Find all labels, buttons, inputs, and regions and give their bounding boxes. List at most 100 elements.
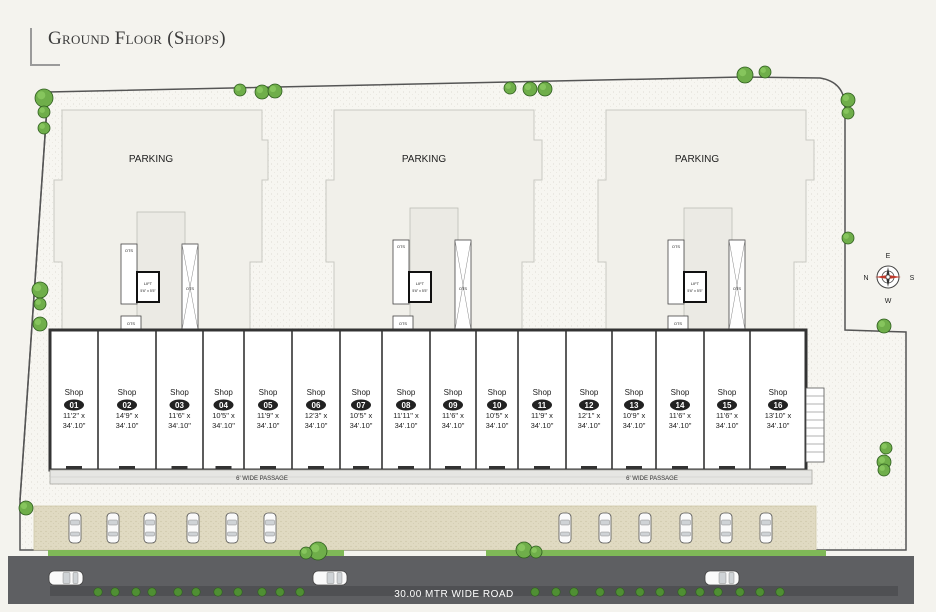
shop-word: Shop bbox=[769, 388, 788, 397]
shop-number: 04 bbox=[219, 401, 228, 410]
passage-label-2: 6' WIDE PASSAGE bbox=[626, 476, 678, 482]
tree-icon bbox=[876, 318, 892, 334]
lift-size-2: 5'6" x 5'5" bbox=[412, 289, 428, 293]
parked-car bbox=[598, 512, 612, 544]
median-tree-icon bbox=[635, 587, 645, 597]
ots-label-7: OTS bbox=[672, 244, 681, 249]
median-tree-icon bbox=[735, 587, 745, 597]
shop-width: 12'3" x bbox=[305, 411, 328, 420]
parked-cars bbox=[68, 512, 773, 544]
shop-width: 10'5" x bbox=[350, 411, 373, 420]
shop-shutter bbox=[489, 466, 505, 470]
shop-width: 11'6" x bbox=[669, 411, 691, 420]
tree-icon bbox=[32, 316, 48, 332]
parking-label-1: PARKING bbox=[129, 154, 173, 165]
shop-number: 02 bbox=[123, 401, 132, 410]
end-staircase bbox=[805, 387, 825, 463]
parked-car bbox=[638, 512, 652, 544]
median-tree-icon bbox=[677, 587, 687, 597]
shop-number-badge bbox=[443, 399, 463, 411]
shop-shutter bbox=[215, 466, 232, 470]
median-tree-icon bbox=[595, 587, 605, 597]
median-tree-icon bbox=[295, 587, 305, 597]
tree-icon bbox=[736, 66, 754, 84]
shop-depth: 34'.10" bbox=[669, 421, 692, 430]
shop-number-badge bbox=[579, 399, 599, 411]
tree-icon bbox=[267, 83, 283, 99]
road-median bbox=[50, 586, 898, 596]
shop-word: Shop bbox=[671, 388, 690, 397]
shop-number-badge bbox=[306, 399, 326, 411]
shop-number: 10 bbox=[493, 401, 502, 410]
title-block: Ground Floor (Shops) bbox=[22, 22, 352, 66]
tree-icon bbox=[299, 546, 313, 560]
shop-depth: 34'.10" bbox=[305, 421, 328, 430]
shop-word: Shop bbox=[718, 388, 737, 397]
shop-shutter bbox=[119, 466, 135, 470]
shop-number: 11 bbox=[538, 401, 547, 410]
tree-icon bbox=[37, 121, 51, 135]
road-label: 30.00 MTR WIDE ROAD bbox=[394, 589, 514, 600]
parked-car bbox=[558, 512, 572, 544]
median-tree-icon bbox=[275, 587, 285, 597]
shop-shutter bbox=[770, 466, 786, 470]
shop-word: Shop bbox=[444, 388, 463, 397]
median-trees bbox=[93, 587, 785, 597]
shop-depth: 34'.10" bbox=[257, 421, 280, 430]
tree-icon bbox=[841, 106, 855, 120]
lift-label-1: LIFT bbox=[144, 281, 153, 286]
shop-number: 07 bbox=[357, 401, 366, 410]
road-cars bbox=[48, 570, 740, 586]
shop-shutter bbox=[581, 466, 597, 470]
lawn-edge-left bbox=[48, 550, 344, 556]
shop-width: 11'2" x bbox=[63, 411, 85, 420]
shop-depth: 34'.10" bbox=[63, 421, 86, 430]
shop-word: Shop bbox=[259, 388, 278, 397]
tree-icon bbox=[31, 281, 49, 299]
shop-word: Shop bbox=[65, 388, 84, 397]
parked-car bbox=[186, 512, 200, 544]
tree-icon bbox=[503, 81, 517, 95]
ots-label-3: OTS bbox=[127, 321, 136, 326]
shop-number-badge bbox=[717, 399, 737, 411]
parking-block-2 bbox=[325, 109, 543, 331]
tree-icon bbox=[758, 65, 772, 79]
shop-number-badge bbox=[532, 399, 552, 411]
shop-depth: 34'.10" bbox=[716, 421, 739, 430]
shop-width: 14'9" x bbox=[116, 411, 139, 420]
shop-depth: 34'.10" bbox=[578, 421, 601, 430]
median-tree-icon bbox=[755, 587, 765, 597]
median-tree-icon bbox=[655, 587, 665, 597]
ots-label-6: OTS bbox=[399, 321, 408, 326]
tree-icon bbox=[877, 463, 891, 477]
ots-label-4: OTS bbox=[397, 244, 406, 249]
shop-depth: 34'.10" bbox=[531, 421, 554, 430]
shop-word: Shop bbox=[533, 388, 552, 397]
shop-word: Shop bbox=[580, 388, 599, 397]
tree-icon bbox=[18, 500, 34, 516]
shop-word: Shop bbox=[352, 388, 371, 397]
shop-number-badge bbox=[213, 399, 234, 411]
shop-width: 10'5" x bbox=[486, 411, 509, 420]
median-tree-icon bbox=[713, 587, 723, 597]
tree-icon bbox=[529, 545, 543, 559]
shop-width: 12'1" x bbox=[578, 411, 601, 420]
shop-number: 01 bbox=[70, 401, 79, 410]
shop-number: 14 bbox=[676, 401, 685, 410]
shop-number-badge bbox=[258, 399, 278, 411]
shop-number: 09 bbox=[449, 401, 458, 410]
compass bbox=[875, 265, 901, 289]
shop-number-badge bbox=[768, 399, 788, 411]
shop-width: 11'11" x bbox=[393, 411, 419, 420]
shop-word: Shop bbox=[397, 388, 416, 397]
shop-shutter bbox=[353, 466, 369, 470]
